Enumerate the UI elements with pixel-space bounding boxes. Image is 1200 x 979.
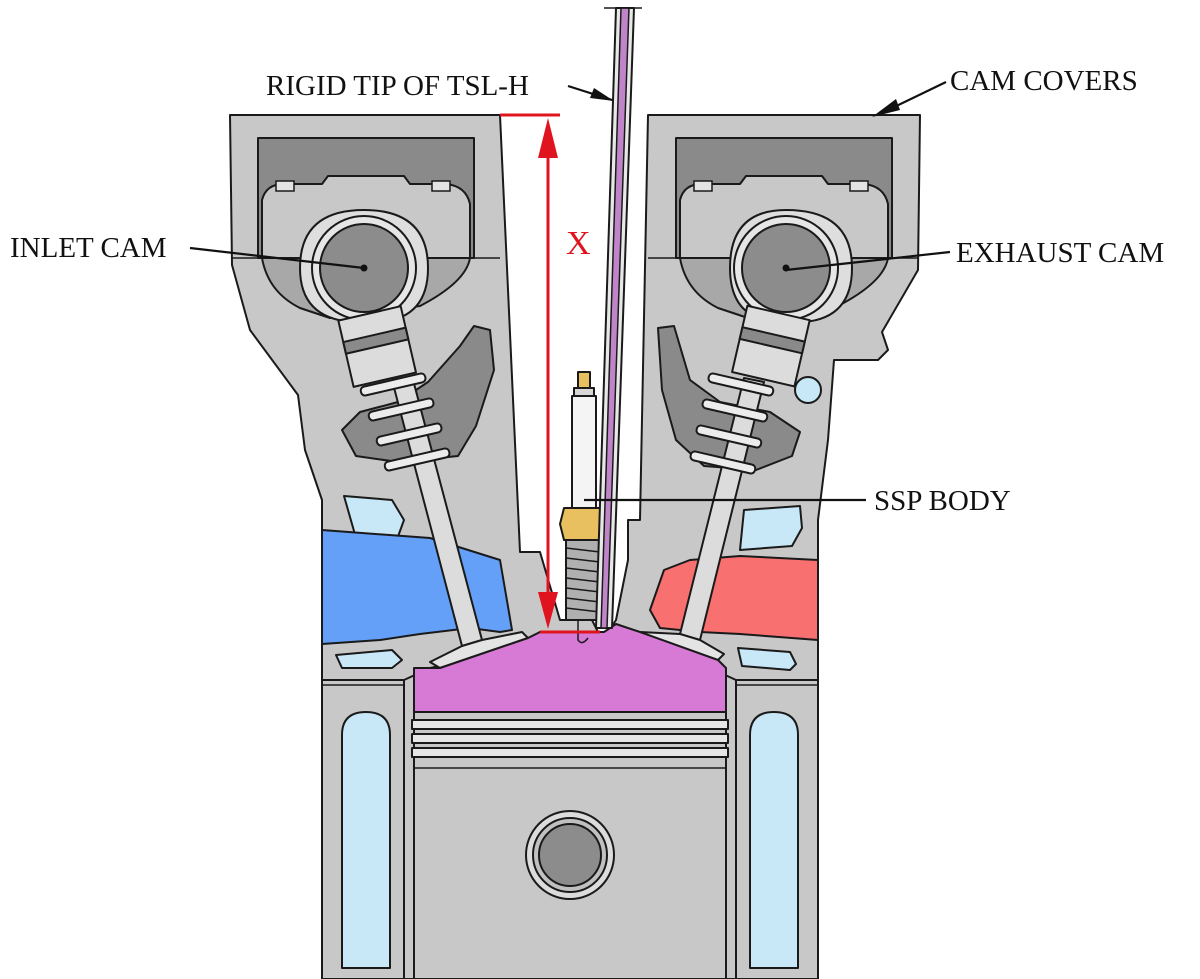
label-cam-covers: CAM COVERS	[950, 65, 1138, 97]
cap-bolts	[275, 180, 869, 192]
head-coolant-right	[739, 505, 803, 551]
tsl-h-probe	[595, 7, 642, 629]
piston-ring-3	[411, 747, 729, 758]
leader-lines	[189, 81, 951, 502]
combustion-chamber	[413, 623, 727, 713]
label-inlet-cam: INLET CAM	[10, 232, 167, 264]
inlet-cam	[299, 209, 429, 323]
right-coolant-jacket	[749, 711, 799, 969]
dimension-x	[500, 113, 600, 634]
exhaust-follower-housing	[657, 325, 801, 471]
label-rigid-tip: RIGID TIP OF TSL-H	[266, 70, 529, 102]
left-coolant-jacket	[341, 711, 391, 969]
exhaust-cam	[729, 209, 853, 323]
piston-ring-2	[411, 733, 729, 744]
inlet-valve	[337, 305, 529, 669]
piston-ring-1	[411, 719, 729, 730]
exhaust-port	[649, 555, 819, 641]
label-exhaust-cam: EXHAUST CAM	[956, 237, 1164, 269]
label-ssp-body: SSP BODY	[874, 485, 1011, 517]
label-dimension-x: X	[566, 225, 591, 262]
head-coolant-left	[343, 495, 405, 543]
piston	[411, 667, 729, 979]
